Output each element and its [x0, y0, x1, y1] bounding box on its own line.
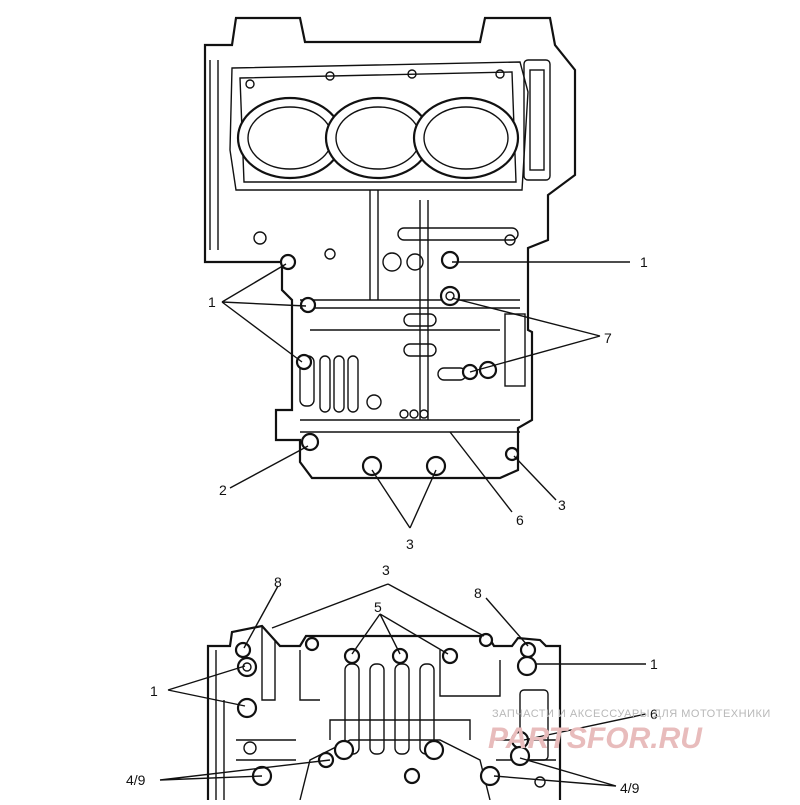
callout-6-top: 6 [516, 512, 524, 528]
watermark-caption: ЗАПЧАСТИ И АКСЕССУАРЫ ДЛЯ МОТОТЕХНИКИ [492, 708, 771, 720]
callout-8-left: 8 [274, 574, 282, 590]
callout-4-9-right: 4/9 [620, 780, 640, 796]
callout-3-top-bottom: 3 [406, 536, 414, 552]
callout-3-top-right: 3 [558, 497, 566, 513]
watermark-logo: PARTSFOR.RU [488, 722, 703, 755]
lower-leader-lines [159, 583, 647, 787]
upper-crankcase-drawing [203, 16, 577, 480]
upper-leader-lines [221, 261, 630, 529]
callout-1-bottom-left: 1 [150, 683, 158, 699]
callout-1-top-left: 1 [208, 294, 216, 310]
callout-3-bottom-top: 3 [382, 562, 390, 578]
callout-5: 5 [374, 599, 382, 615]
callout-2: 2 [219, 482, 227, 498]
callout-1-bottom-right: 1 [650, 656, 658, 672]
callout-8-right: 8 [474, 585, 482, 601]
callout-6-bottom: 6 [650, 706, 658, 722]
callout-4-9-left: 4/9 [126, 772, 146, 788]
callout-7: 7 [604, 330, 612, 346]
lower-crankcase-drawing [206, 624, 562, 801]
callout-1-top-right: 1 [640, 254, 648, 270]
